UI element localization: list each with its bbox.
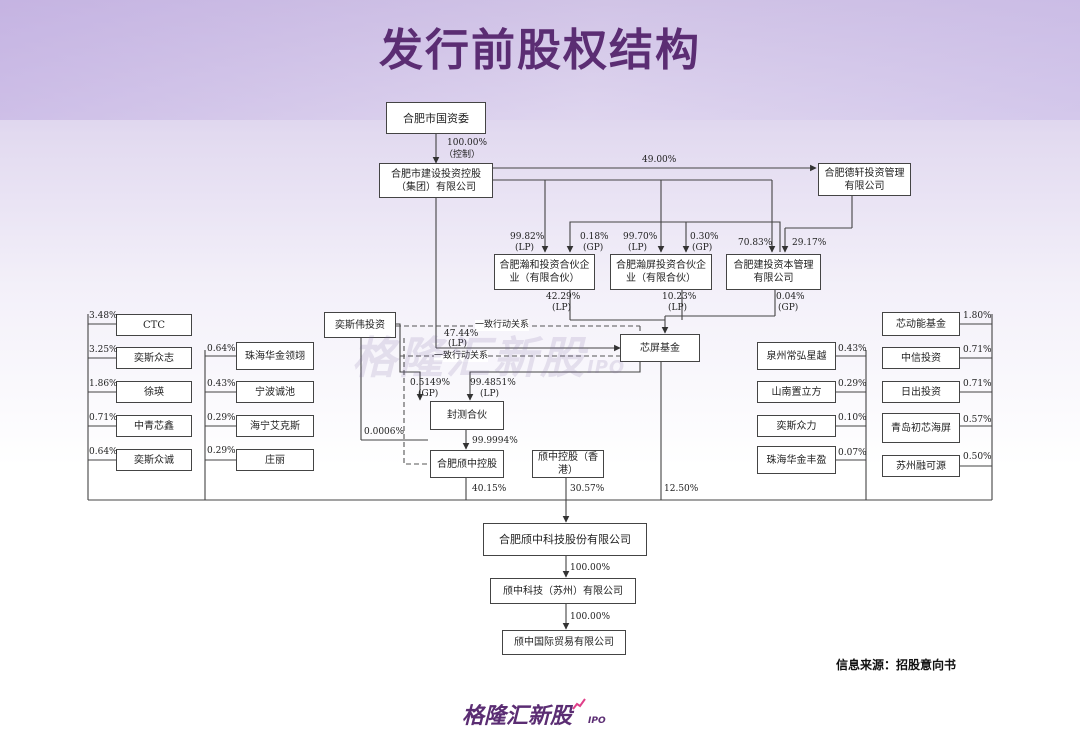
pct-gzw-jt-note: （控制） [444, 150, 481, 160]
left2-ningbo: 宁波诚池 [236, 381, 314, 403]
left1-ctc: CTC [116, 314, 192, 336]
pct-dexuan-cap: 29.17% [792, 238, 827, 248]
right1-yisizhongli: 奕斯众力 [757, 415, 836, 437]
pct-left1-1: 3.25% [89, 345, 118, 355]
node-sub1: 颀中科技（苏州）有限公司 [490, 578, 636, 604]
pct-left2-3: 0.29% [207, 446, 236, 456]
pct-cap-fund: 0.04% [776, 292, 805, 302]
watermark: 格隆汇新股IPO [352, 333, 626, 384]
node-xinping-fund: 芯屏基金 [620, 334, 700, 362]
pct-cap-hanhe-role: (GP) [583, 243, 604, 253]
pct-fund-company: 12.50% [664, 484, 699, 494]
pct-left2-2: 0.29% [207, 413, 236, 423]
pct-gzw-jt: 100.00% [447, 138, 488, 148]
header-band [0, 0, 1080, 120]
pct-hanyuan-fund: 10.23% [662, 292, 697, 302]
brand-logo-tag: IPO [588, 716, 606, 726]
node-sub2: 颀中国际贸易有限公司 [502, 630, 626, 655]
pct-left1-0: 3.48% [89, 311, 118, 321]
left2-haining: 海宁艾克斯 [236, 415, 314, 437]
pct-cap-hanyuan: 0.30% [690, 232, 719, 242]
pct-cap-fund-role: (GP) [778, 303, 799, 313]
node-company: 合肥颀中科技股份有限公司 [483, 523, 647, 556]
pct-left2-1: 0.43% [207, 379, 236, 389]
right2-qingdao: 青岛初芯海屏 [882, 413, 960, 443]
pct-company-sub1: 100.00% [570, 563, 611, 573]
node-hefei-dexuan: 合肥德轩投资管理有限公司 [818, 163, 911, 196]
brand-logo: 格隆汇新股 IPO [462, 698, 606, 730]
pct-right1-2: 0.10% [838, 413, 867, 423]
pct-left1-4: 0.64% [89, 447, 118, 457]
pct-cap-hanhe: 0.18% [580, 232, 609, 242]
right2-richu: 日出投资 [882, 381, 960, 403]
pct-right2-3: 0.57% [963, 415, 992, 425]
pct-fengce-kg: 99.9994% [472, 436, 518, 446]
pct-sub1-sub2: 100.00% [570, 612, 611, 622]
pct-kg-company: 40.15% [472, 484, 507, 494]
pct-fund-fengce-role: (LP) [480, 389, 500, 399]
pct-jt-fund: 47.44% [444, 329, 479, 339]
pct-jt-hanhe-role: (LP) [515, 243, 535, 253]
pct-left1-3: 0.71% [89, 413, 118, 423]
pct-concert2: 一致行动关系 [434, 351, 489, 362]
right1-quanzhou: 泉州常弘星越 [757, 342, 836, 370]
right2-suzhou: 苏州融可源 [882, 455, 960, 477]
pct-jt-fund-role: (LP) [448, 339, 468, 349]
pct-hanhe-fund-role: (LP) [552, 303, 572, 313]
pct-jt-cap: 70.83% [738, 238, 773, 248]
pct-right1-0: 0.43% [838, 344, 867, 354]
left2-huajin-lingyi: 珠海华金领翊 [236, 342, 314, 370]
source-note: 信息来源：招股意向书 [836, 658, 957, 672]
left1-yisizhongzhi: 奕斯众志 [116, 347, 192, 369]
right2-zhongxin: 中信投资 [882, 347, 960, 369]
node-fengce: 封测合伙 [430, 401, 504, 430]
node-hanyuan: 合肥瀚屏投资合伙企业（有限合伙） [610, 254, 712, 290]
pct-right2-2: 0.71% [963, 379, 992, 389]
pct-jt-hanyuan: 99.70% [623, 232, 658, 242]
brand-logo-text: 格隆汇新股 [462, 704, 573, 729]
pct-jt-dexuan: 49.00% [642, 155, 677, 165]
pct-jt-hanyuan-role: (LP) [628, 243, 648, 253]
node-hefei-jt: 合肥市建设投资控股（集团）有限公司 [379, 163, 493, 198]
page-title: 发行前股权结构 [379, 25, 701, 76]
left1-zhongqing: 中青芯鑫 [116, 415, 192, 437]
pct-hanhe-fund: 42.29% [546, 292, 581, 302]
right1-shannan: 山南置立方 [757, 381, 836, 403]
node-songzhong-hk: 颀中控股（香港） [532, 450, 604, 478]
left1-xuying: 徐瑛 [116, 381, 192, 403]
pct-right2-4: 0.50% [963, 452, 992, 462]
left2-zhuangli: 庄丽 [236, 449, 314, 471]
chart-arrow-icon [572, 698, 586, 710]
left1-yisizhongcheng: 奕斯众诚 [116, 449, 192, 471]
pct-right2-0: 1.80% [963, 311, 992, 321]
node-jiantou-capital: 合肥建投资本管理有限公司 [726, 254, 821, 290]
pct-jt-hanhe: 99.82% [510, 232, 545, 242]
right1-huajin-fengying: 珠海华金丰盈 [757, 446, 836, 474]
node-qiyuan-invest: 奕斯伟投资 [324, 312, 396, 338]
pct-right1-3: 0.07% [838, 448, 867, 458]
pct-qiyuan-fengce: 0.5149% [410, 378, 451, 388]
pct-cap-hanyuan-role: (GP) [692, 243, 713, 253]
right2-xindongneng: 芯动能基金 [882, 312, 960, 336]
pct-hk-company: 30.57% [570, 484, 605, 494]
pct-left2-0: 0.64% [207, 344, 236, 354]
pct-concert1: 一致行动关系 [475, 320, 530, 331]
pct-right1-1: 0.29% [838, 379, 867, 389]
node-hefei-songzhong-kg: 合肥颀中控股 [430, 450, 504, 478]
pct-qiyuan-kg: 0.0006% [364, 427, 405, 437]
node-hanhe: 合肥瀚和投资合伙企业（有限合伙） [494, 254, 595, 290]
pct-fund-fengce: 99.4851% [470, 378, 516, 388]
pct-qiyuan-fengce-role: (GP) [418, 389, 439, 399]
pct-right2-1: 0.71% [963, 345, 992, 355]
pct-hanyuan-fund-role: (LP) [668, 303, 688, 313]
pct-left1-2: 1.86% [89, 379, 118, 389]
node-hefei-gzw: 合肥市国资委 [386, 102, 486, 134]
